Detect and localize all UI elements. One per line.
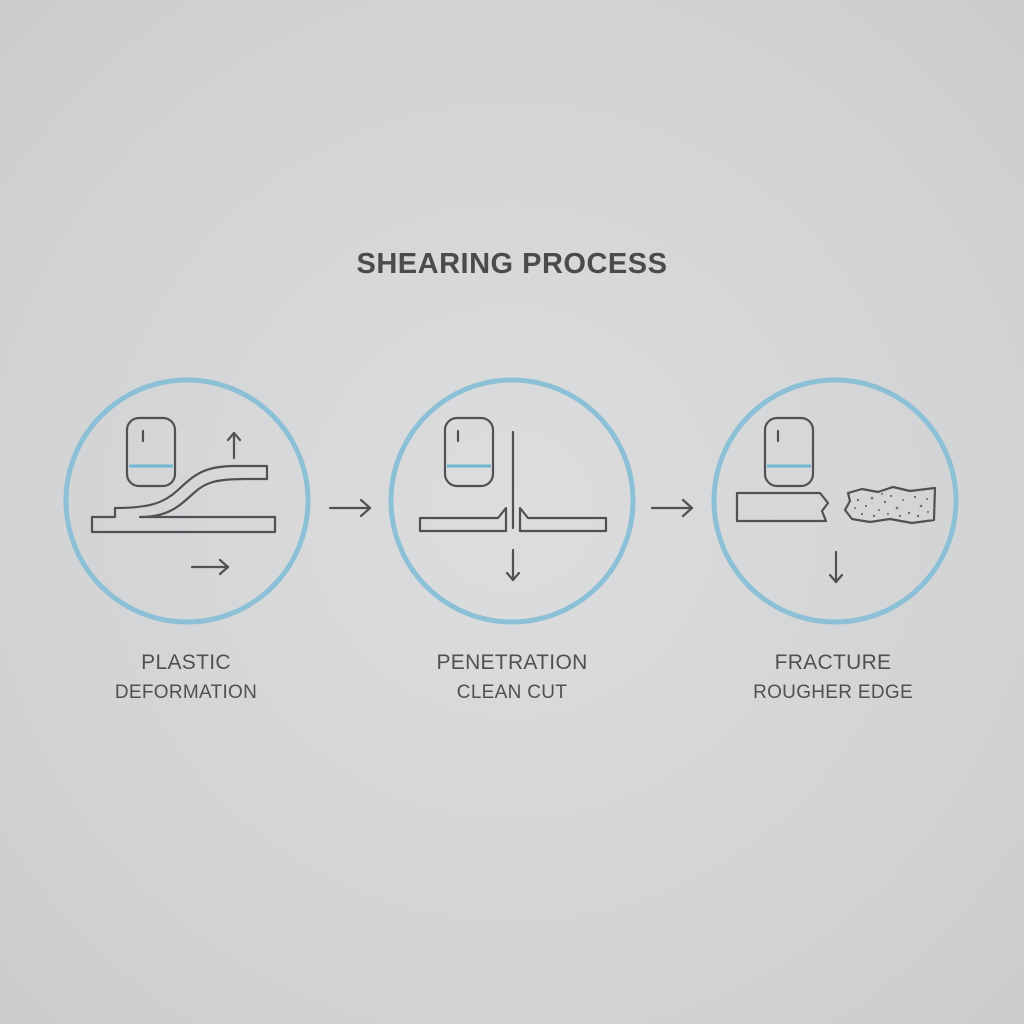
stage-1-plastic-deformation [63,377,311,625]
punch-icon [125,416,177,488]
stage-2-name: PENETRATION [436,651,588,674]
stage-1-detail: DEFORMATION [114,682,258,703]
sheet-piece [735,491,830,523]
diagram-title: SHEARING PROCESS [356,248,668,280]
stage-3-detail: ROUGHER EDGE [753,682,913,703]
stage-2-ring [388,377,636,625]
stage-1-name: PLASTIC [141,651,231,674]
stage-2-penetration [388,377,636,625]
arrow-right-icon [328,498,372,518]
punch-icon [763,416,815,488]
punch-icon [443,416,495,488]
deformed-sheet [90,464,277,534]
cut-sheet [418,506,608,533]
stage-2-detail: CLEAN CUT [456,682,568,703]
arrow-up-icon [226,431,242,460]
stage-1-ring [63,377,311,625]
arrow-down-icon [505,548,521,582]
arrow-right-icon [650,498,694,518]
arrow-right-icon [190,558,230,576]
stage-2-label: PENETRATION CLEAN CUT [382,648,642,708]
fractured-chunk [843,485,937,525]
arrow-down-icon [828,550,844,584]
stage-3-fracture [711,377,959,625]
fracture-texture [854,493,929,518]
stage-1-label: PLASTIC DEFORMATION [56,648,316,708]
stage-3-name: FRACTURE [774,651,892,674]
stage-3-ring [711,377,959,625]
stage-3-label: FRACTURE ROUGHER EDGE [703,648,963,708]
